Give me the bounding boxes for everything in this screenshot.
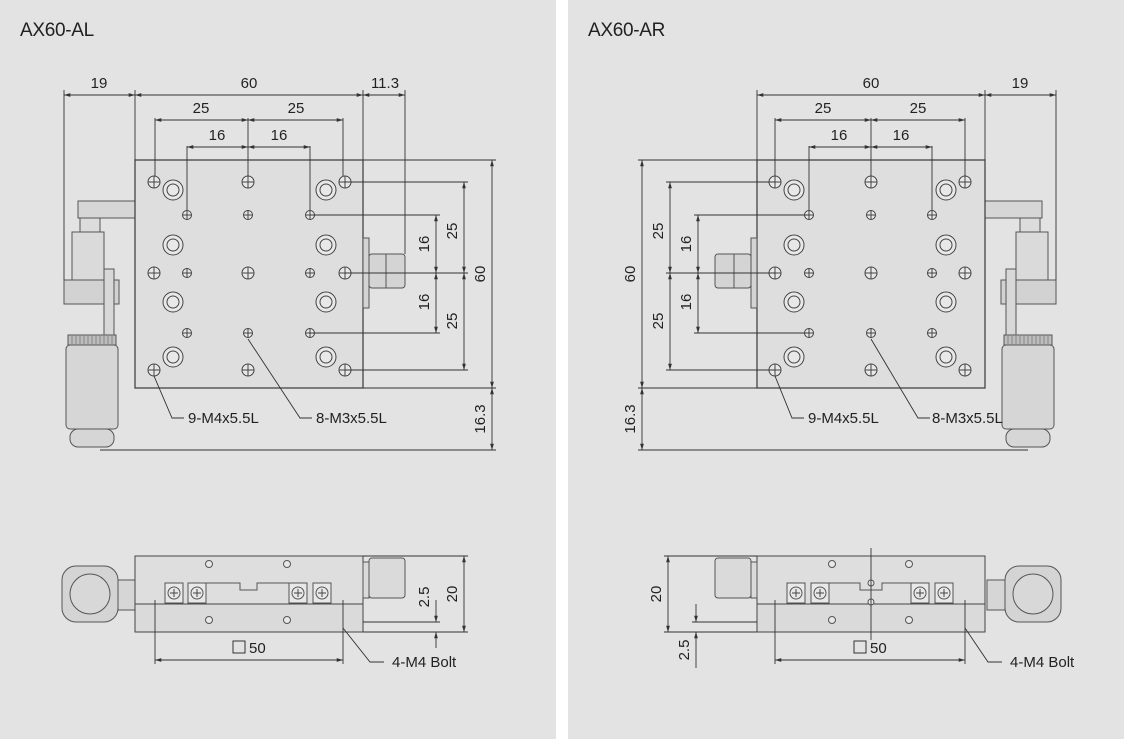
square-symbol-icon	[232, 640, 246, 654]
callout-m4: 9-M4x5.5L	[808, 410, 879, 427]
side-base	[134, 603, 364, 633]
counterbore-screws	[162, 179, 337, 368]
dim-hole-right: 16	[271, 127, 288, 144]
dim-bottom: 16.3	[622, 404, 639, 433]
dim-knob-width: 19	[1012, 75, 1029, 92]
dim-h20: 20	[444, 586, 461, 603]
top-view	[63, 159, 406, 448]
dim-offset: 11.3	[371, 75, 399, 92]
side-block	[368, 253, 406, 289]
dim-width: 60	[241, 75, 258, 92]
dim-square: 50	[249, 640, 266, 657]
side-dimension-labels: 50 20 2.5 4-M4 Bolt	[648, 586, 1075, 671]
side-dimension-lines	[664, 548, 1002, 668]
knob-arm	[984, 200, 1043, 219]
dim-h20: 20	[648, 586, 665, 603]
knob-thimble	[65, 344, 119, 430]
dim-half-right: 25	[288, 100, 305, 117]
side-view	[61, 555, 406, 633]
dim-v-16b: 16	[416, 294, 433, 311]
dim-v-16a: 16	[416, 236, 433, 253]
dim-h25: 2.5	[416, 587, 433, 608]
callout-m3: 8-M3x5.5L	[316, 410, 387, 427]
dim-v-lower: 25	[650, 313, 667, 330]
side-block	[368, 557, 406, 599]
square-symbol-icon	[853, 640, 867, 654]
dim-bottom: 16.3	[472, 404, 489, 433]
dim-half-right: 25	[910, 100, 927, 117]
side-dimension-lines	[154, 555, 468, 664]
panel-title: AX60-AR	[588, 20, 666, 41]
dim-knob-width: 19	[91, 75, 108, 92]
dimension-lines	[638, 90, 1057, 451]
dim-v-16b: 16	[678, 294, 695, 311]
side-block	[714, 253, 752, 289]
dim-v-upper: 25	[650, 223, 667, 240]
dim-v-16a: 16	[678, 236, 695, 253]
dimension-lines	[63, 90, 496, 451]
drawing-panel-left: AX60-AL	[0, 0, 556, 739]
technical-drawing-right: 60 19 25 25 16 16 25 16 16 25 60 16.3 9-…	[622, 75, 1075, 671]
dim-hole-left: 16	[831, 127, 848, 144]
technical-drawing-left: 19 60 11.3 25 25 16 16 25 16 16 25 60 16…	[61, 75, 496, 671]
callout-bolt: 4-M4 Bolt	[392, 654, 457, 671]
knob-thimble	[1001, 344, 1055, 430]
dim-height: 60	[622, 266, 639, 283]
dim-square: 50	[870, 640, 887, 657]
dimension-labels: 19 60 11.3 25 25 16 16 25 16 16 25 60 16…	[91, 75, 489, 434]
callout-m3: 8-M3x5.5L	[932, 410, 1003, 427]
dimension-labels: 60 19 25 25 16 16 25 16 16 25 60 16.3 9-…	[622, 75, 1028, 434]
drawing-panel-right: AX60-AR	[568, 0, 1124, 739]
dim-h25: 2.5	[676, 640, 693, 661]
knob-arm	[77, 200, 136, 219]
dim-half-left: 25	[193, 100, 210, 117]
dim-half-left: 25	[815, 100, 832, 117]
side-view	[714, 555, 1062, 633]
dim-v-lower: 25	[444, 313, 461, 330]
counterbore-screws	[783, 179, 957, 368]
side-dimension-labels: 50 20 2.5 4-M4 Bolt	[232, 586, 461, 671]
top-view	[714, 159, 1057, 448]
side-block	[714, 557, 752, 599]
callout-bolt: 4-M4 Bolt	[1010, 654, 1075, 671]
dim-width: 60	[863, 75, 880, 92]
dim-hole-right: 16	[893, 127, 910, 144]
panel-title: AX60-AL	[20, 20, 94, 41]
dim-v-upper: 25	[444, 223, 461, 240]
dim-height: 60	[472, 266, 489, 283]
dim-hole-left: 16	[209, 127, 226, 144]
callout-m4: 9-M4x5.5L	[188, 410, 259, 427]
